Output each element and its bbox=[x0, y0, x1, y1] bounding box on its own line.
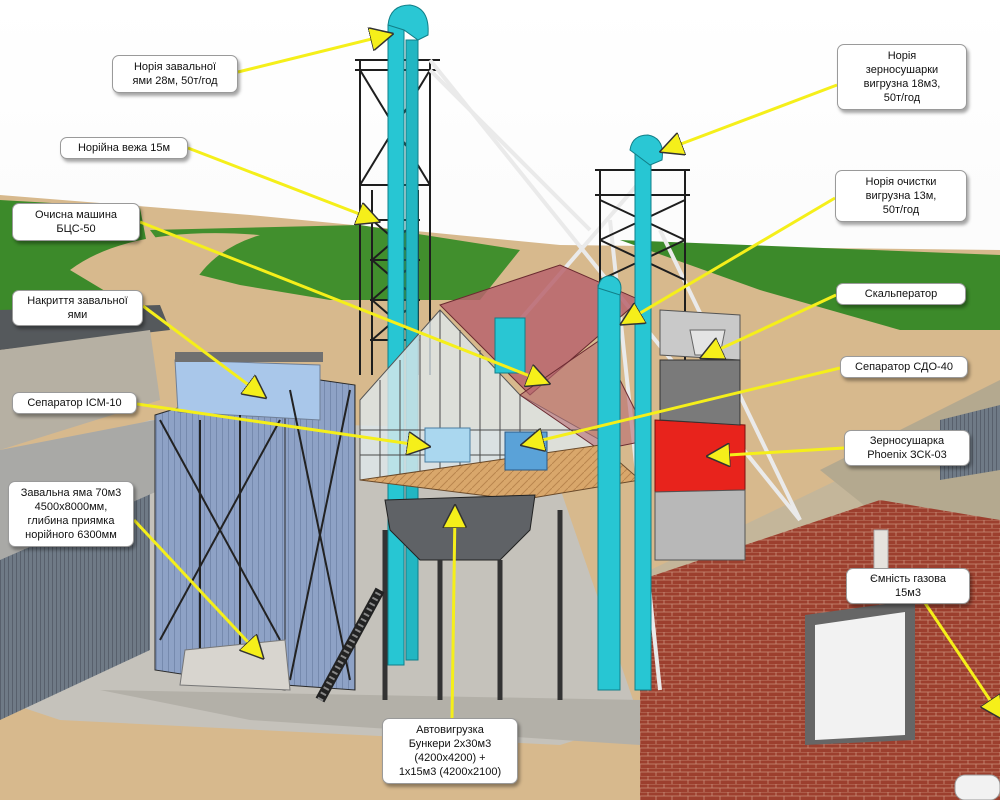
pit-elevator-head bbox=[387, 4, 429, 41]
brick-building-door-inner bbox=[815, 612, 905, 740]
arrow-grain-dryer bbox=[712, 448, 845, 456]
callout-gas-tank: Ємність газова 15м3 bbox=[846, 568, 970, 604]
arrow-cleaning-machine bbox=[139, 220, 545, 382]
callout-cleaning-machine: Очисна машина БЦС-50 bbox=[12, 203, 140, 241]
pit-cover-beam bbox=[175, 352, 323, 362]
callout-truck-loading: Автовигрузка Бункери 2х30м3 (4200х4200) … bbox=[382, 718, 518, 784]
arrow-pit-cover bbox=[142, 304, 262, 395]
grass-center bbox=[150, 225, 520, 300]
cleaning-elevator-head bbox=[597, 275, 622, 296]
gas-tank bbox=[954, 774, 1000, 800]
callout-dryer-elevator: Норія зерносушарки вигрузна 18м3, 50т/го… bbox=[837, 44, 967, 110]
callout-pit-elevator: Норія завальної ями 28м, 50т/год bbox=[112, 55, 238, 93]
stairs bbox=[315, 587, 385, 703]
grain-dryer-lower bbox=[654, 489, 746, 561]
callout-separator-ism: Сепаратор ІСМ-10 bbox=[12, 392, 137, 414]
callout-elevator-tower: Норійна вежа 15м bbox=[60, 137, 188, 159]
arrow-separator-sdo bbox=[526, 366, 841, 444]
storage-shed-left bbox=[0, 490, 150, 720]
dryer-elevator-head bbox=[629, 134, 663, 166]
support-legs bbox=[382, 500, 603, 700]
callout-grain-dryer: Зерносушарка Phoenix ЗСК-03 bbox=[844, 430, 970, 466]
arrow-dryer-elevator bbox=[665, 83, 838, 150]
arrow-intake-pit bbox=[132, 518, 260, 655]
callout-scalperator: Скальператор bbox=[836, 283, 966, 305]
callout-pit-cover: Накриття завальної ями bbox=[12, 290, 143, 326]
arrow-truck-loading bbox=[452, 510, 455, 719]
arrow-pit-elevator bbox=[237, 35, 388, 74]
callout-intake-pit: Завальна яма 70м3 4500х8000мм, глибина п… bbox=[8, 481, 134, 547]
paving-strip bbox=[0, 330, 160, 450]
arrow-elevator-tower bbox=[187, 146, 375, 220]
arrow-separator-ism bbox=[136, 402, 425, 446]
arrow-gas-tank bbox=[923, 602, 1000, 715]
arrow-scalperator bbox=[705, 293, 837, 356]
grass-right bbox=[620, 240, 1000, 330]
arrow-cleaning-elevator bbox=[625, 196, 836, 322]
callout-cleaning-elevator: Норія очистки вигрузна 13м, 50т/год bbox=[835, 170, 967, 222]
callout-separator-sdo: Сепаратор СДО-40 bbox=[840, 356, 968, 378]
